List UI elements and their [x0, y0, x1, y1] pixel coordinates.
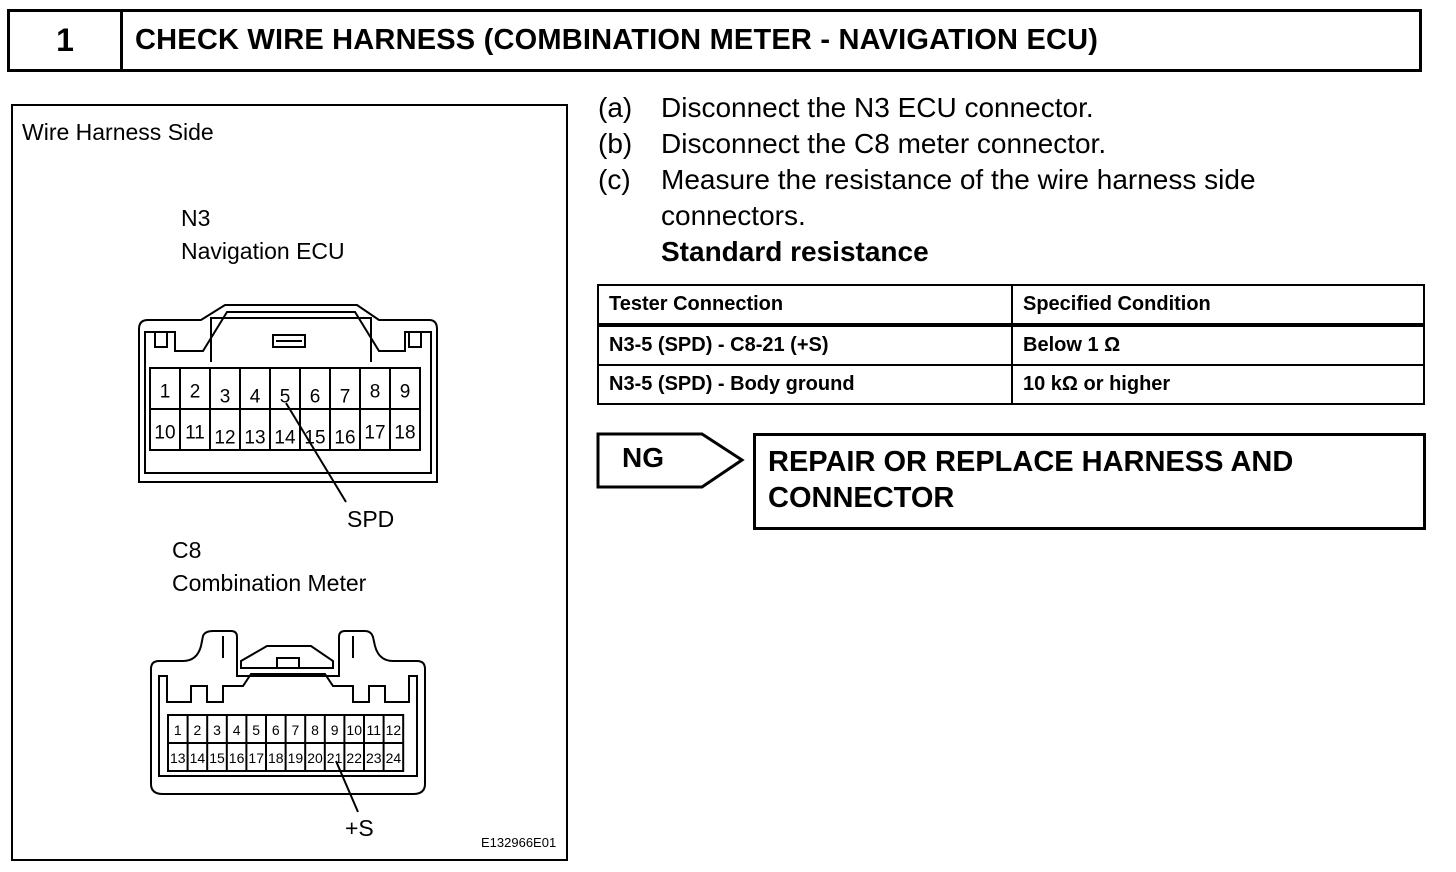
c8-pin-13: 13 — [170, 750, 186, 766]
c8-pin-2: 2 — [194, 722, 202, 738]
ng-action-box: REPAIR OR REPLACE HARNESS AND CONNECTOR — [753, 433, 1426, 530]
n3-pin-12: 12 — [214, 428, 235, 449]
c8-pin-17: 17 — [248, 750, 264, 766]
table-header-row: Tester Connection Specified Condition — [597, 284, 1425, 327]
step-title: CHECK WIRE HARNESS (COMBINATION METER - … — [135, 24, 1099, 56]
step-b-letter: (b) — [598, 128, 633, 159]
n3-connector — [138, 304, 438, 483]
n3-pin-3: 3 — [220, 387, 231, 408]
step-a-letter: (a) — [598, 92, 633, 123]
step-c: (c) Measure the resistance of the wire h… — [598, 162, 1338, 234]
n3-code-label: N3 — [181, 205, 210, 231]
c8-pin-10: 10 — [346, 722, 362, 738]
c8-pin-22: 22 — [346, 750, 362, 766]
n3-pin-17: 17 — [364, 423, 385, 444]
instruction-steps: (a) Disconnect the N3 ECU connector. (b)… — [598, 90, 1338, 270]
step-c-text: Measure the resistance of the wire harne… — [661, 164, 1256, 231]
c8-pin-18: 18 — [268, 750, 284, 766]
c8-pin-21: 21 — [327, 750, 343, 766]
table-cell: N3-5 (SPD) - Body ground — [597, 364, 1013, 405]
table-header-cell: Tester Connection — [597, 284, 1013, 327]
step-header: 1 CHECK WIRE HARNESS (COMBINATION METER … — [7, 9, 1422, 72]
c8-pin-8: 8 — [311, 722, 319, 738]
c8-pin-12: 12 — [386, 722, 402, 738]
wire-harness-side-label: Wire Harness Side — [22, 119, 214, 145]
c8-pin-4: 4 — [233, 722, 241, 738]
c8-pin-6: 6 — [272, 722, 280, 738]
table-cell: Below 1 Ω — [1011, 324, 1425, 366]
c8-pin-20: 20 — [307, 750, 323, 766]
c8-pin-14: 14 — [190, 750, 206, 766]
n3-pin-4: 4 — [250, 387, 261, 408]
table-row: N3-5 (SPD) - C8-21 (+S) Below 1 Ω — [597, 324, 1425, 366]
n3-pin-6: 6 — [310, 387, 321, 408]
step-a-text: Disconnect the N3 ECU connector. — [661, 92, 1094, 123]
c8-s-callout: +S — [345, 815, 374, 841]
n3-pin-10: 10 — [154, 423, 175, 444]
step-c-letter: (c) — [598, 164, 631, 195]
ng-label: NG — [622, 442, 664, 473]
table-cell: 10 kΩ or higher — [1011, 364, 1425, 405]
table-row: N3-5 (SPD) - Body ground 10 kΩ or higher — [597, 364, 1425, 405]
c8-code-label: C8 — [172, 537, 201, 563]
n3-pin-11: 11 — [185, 423, 205, 444]
c8-pin-23: 23 — [366, 750, 382, 766]
n3-pin-14: 14 — [274, 428, 296, 449]
step-a: (a) Disconnect the N3 ECU connector. — [598, 90, 1338, 126]
step-number: 1 — [10, 12, 123, 69]
step-b: (b) Disconnect the C8 meter connector. — [598, 126, 1338, 162]
c8-pin-15: 15 — [209, 750, 225, 766]
c8-name-label: Combination Meter — [172, 570, 367, 596]
c8-pin-19: 19 — [288, 750, 304, 766]
c8-pin-11: 11 — [367, 722, 382, 738]
n3-name-label: Navigation ECU — [181, 238, 345, 264]
standard-resistance-label: Standard resistance — [661, 236, 929, 267]
n3-pin-2: 2 — [190, 382, 201, 403]
c8-pin-24: 24 — [386, 750, 402, 766]
ng-arrow-icon — [596, 432, 745, 489]
c8-pin-1: 1 — [174, 722, 182, 738]
table-cell: N3-5 (SPD) - C8-21 (+S) — [597, 324, 1013, 366]
resistance-spec-table: Tester Connection Specified Condition N3… — [597, 284, 1425, 405]
c8-pin-7: 7 — [292, 722, 300, 738]
n3-pin-16: 16 — [334, 428, 355, 449]
n3-spd-callout-line — [285, 402, 347, 503]
table-header-cell: Specified Condition — [1011, 284, 1425, 327]
n3-pin-13: 13 — [244, 428, 265, 449]
c8-pin-3: 3 — [213, 722, 221, 738]
c8-s-callout-line — [335, 760, 359, 813]
c8-pin-5: 5 — [252, 722, 260, 738]
n3-pin-18: 18 — [394, 423, 415, 444]
c8-pin-16: 16 — [229, 750, 245, 766]
figure-id: E132966E01 — [481, 835, 556, 850]
n3-pin-7: 7 — [340, 387, 351, 408]
n3-pin-1: 1 — [160, 382, 171, 403]
n3-pin-9: 9 — [400, 382, 411, 403]
c8-connector — [150, 630, 426, 795]
c8-pin-9: 9 — [331, 722, 339, 738]
step-b-text: Disconnect the C8 meter connector. — [661, 128, 1107, 159]
n3-spd-callout: SPD — [347, 506, 394, 532]
n3-pin-8: 8 — [370, 382, 381, 403]
n3-pin-5: 5 — [280, 387, 291, 408]
